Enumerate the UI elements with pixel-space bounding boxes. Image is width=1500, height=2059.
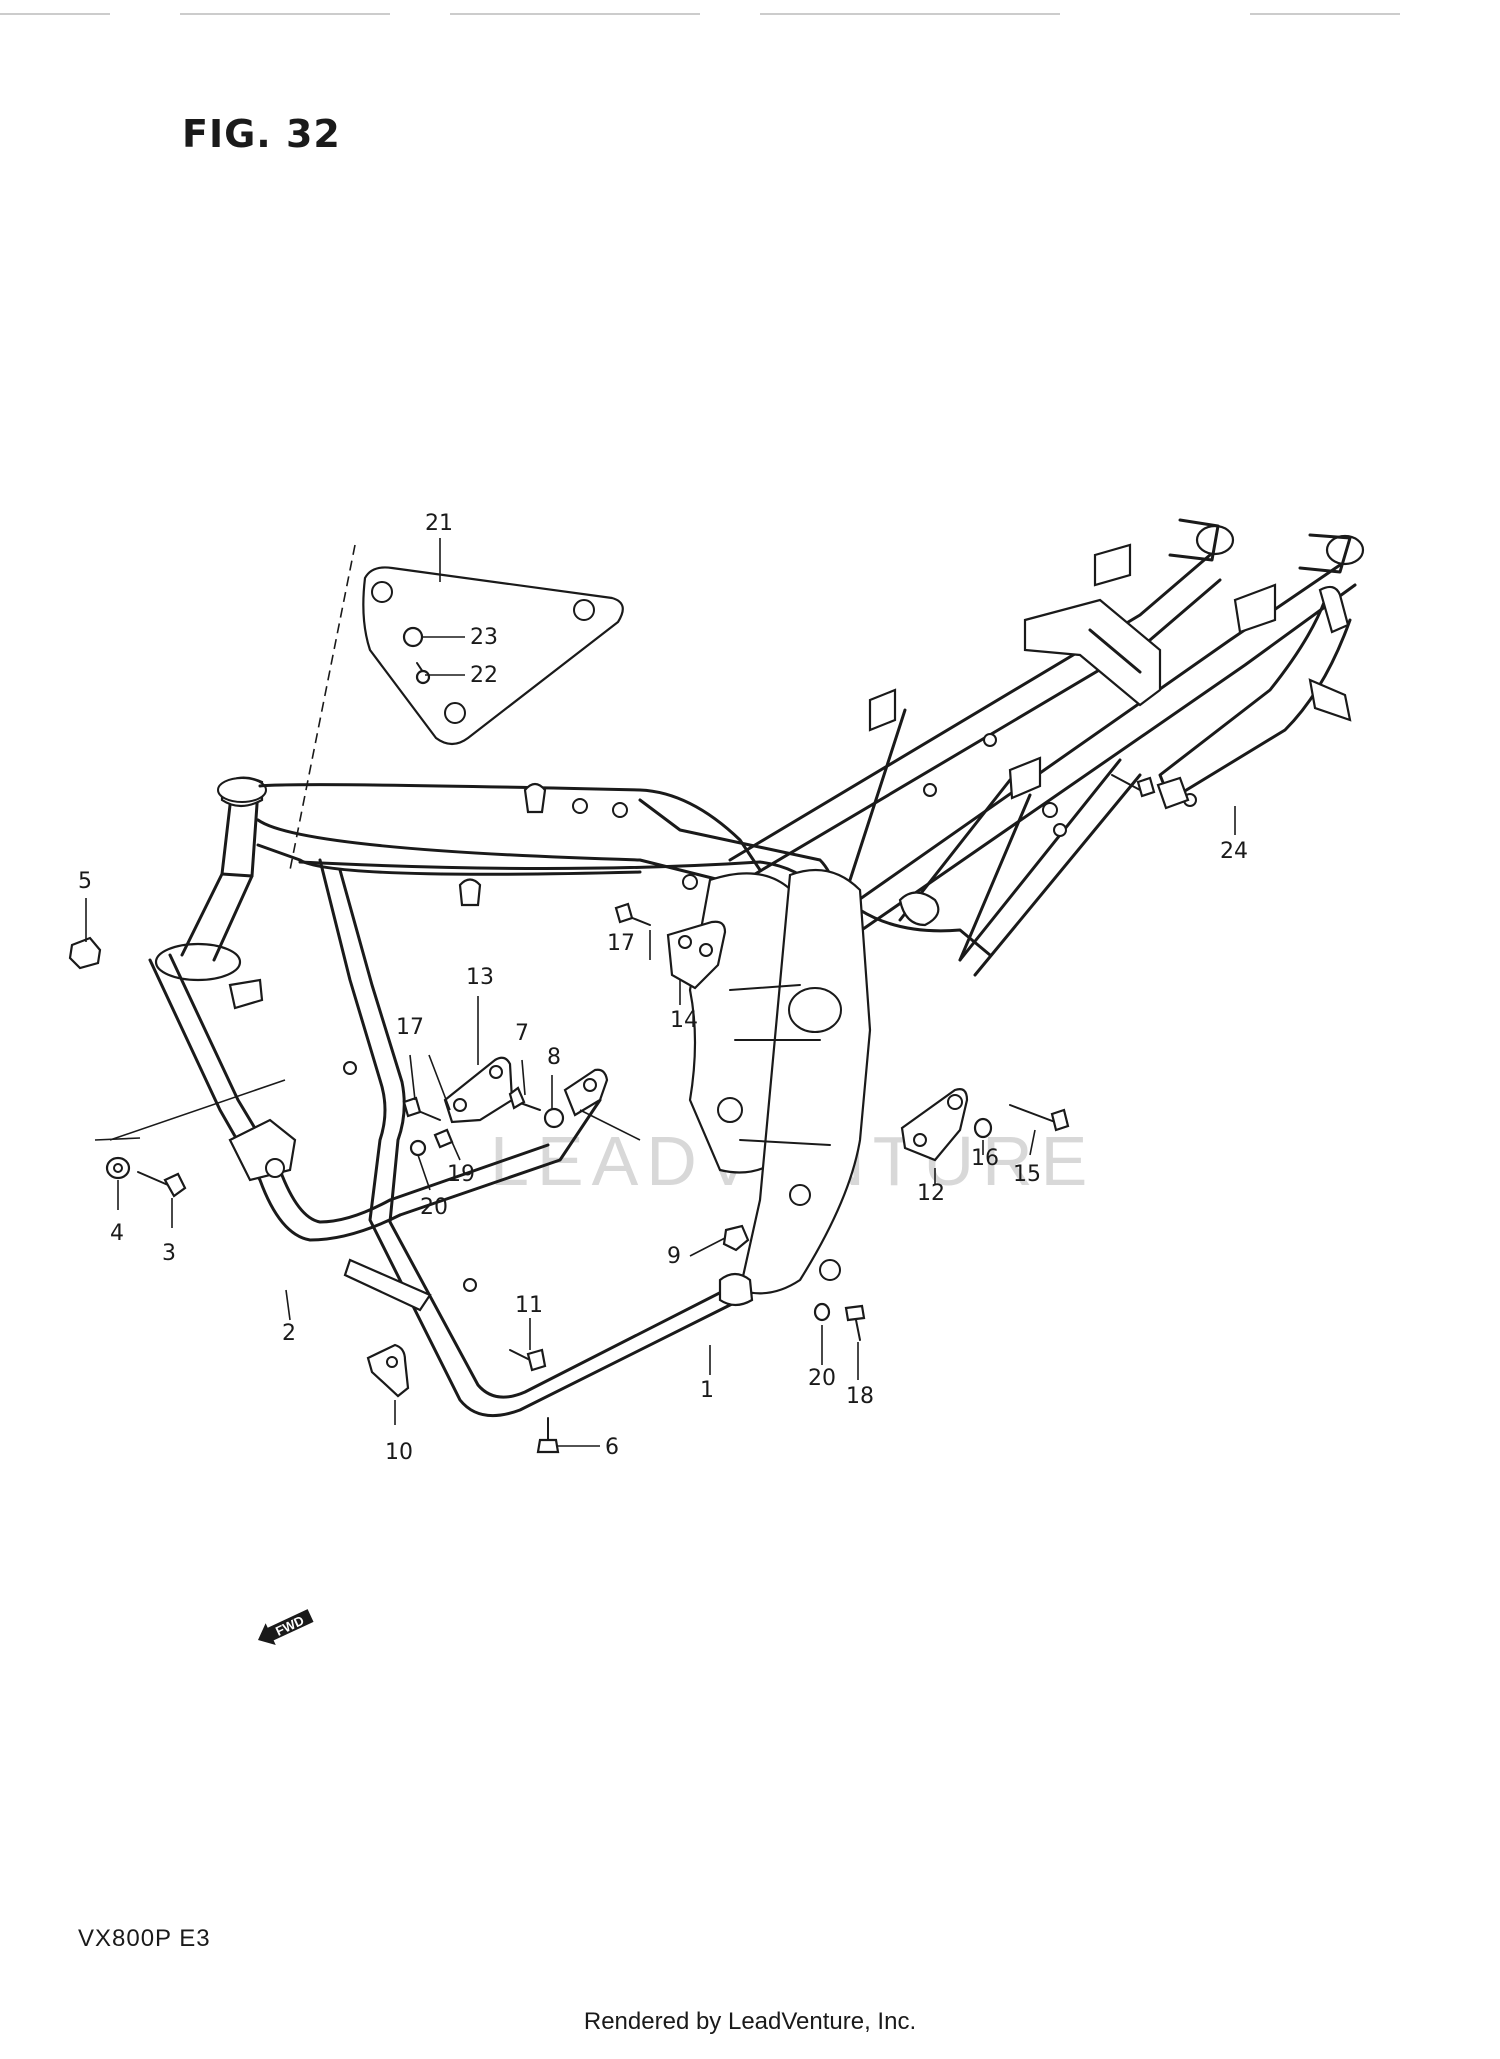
- fasteners: [68, 626, 1156, 1454]
- callout-13: 13: [466, 965, 494, 990]
- callout-17a: 17: [607, 931, 635, 956]
- engine-mount-plate-12: [900, 1088, 969, 1162]
- rear-bracket-24: [1156, 585, 1352, 810]
- callout-labels: 1 2 3 4 5 6 7 8 9 10 11 12 13 14 15 16 1…: [78, 511, 1248, 1465]
- footer-credit: Rendered by LeadVenture, Inc.: [583, 2008, 917, 2035]
- callout-24: 24: [1220, 839, 1248, 864]
- callout-2: 2: [282, 1321, 296, 1346]
- callout-7: 7: [515, 1021, 529, 1046]
- callout-18: 18: [846, 1384, 874, 1409]
- engine-mount-plate-14: [666, 920, 727, 990]
- forward-direction-icon: FWD: [258, 1609, 314, 1645]
- callout-4: 4: [110, 1221, 124, 1246]
- callout-22: 22: [470, 663, 498, 688]
- callout-8: 8: [547, 1045, 561, 1070]
- callout-10: 10: [385, 1440, 413, 1465]
- callout-1: 1: [700, 1378, 714, 1403]
- gusset-plate-21: [362, 566, 624, 746]
- bracket-10: [366, 1343, 410, 1398]
- callout-9: 9: [667, 1244, 681, 1269]
- model-code: VX800P E3: [78, 1925, 211, 1952]
- callout-16: 16: [971, 1146, 999, 1171]
- leader-lines: [85, 538, 1236, 1447]
- callout-23: 23: [470, 625, 498, 650]
- callout-12: 12: [917, 1181, 945, 1206]
- figure-title: FIG. 32: [182, 112, 341, 156]
- bracket-part-19: [563, 1068, 609, 1117]
- callout-20a: 20: [420, 1195, 448, 1220]
- engine-mount-plate-13: [443, 1056, 514, 1124]
- callout-11: 11: [515, 1293, 543, 1318]
- callout-20b: 20: [808, 1366, 836, 1391]
- callout-14: 14: [670, 1008, 698, 1033]
- main-frame-1: [94, 518, 1365, 1418]
- callout-15: 15: [1013, 1162, 1041, 1187]
- callout-3: 3: [162, 1241, 176, 1266]
- forward-label: FWD: [273, 1613, 306, 1639]
- callout-5: 5: [78, 869, 92, 894]
- callout-6: 6: [605, 1435, 619, 1460]
- callout-17b: 17: [396, 1015, 424, 1040]
- callout-19: 19: [447, 1162, 475, 1187]
- callout-21: 21: [425, 511, 453, 536]
